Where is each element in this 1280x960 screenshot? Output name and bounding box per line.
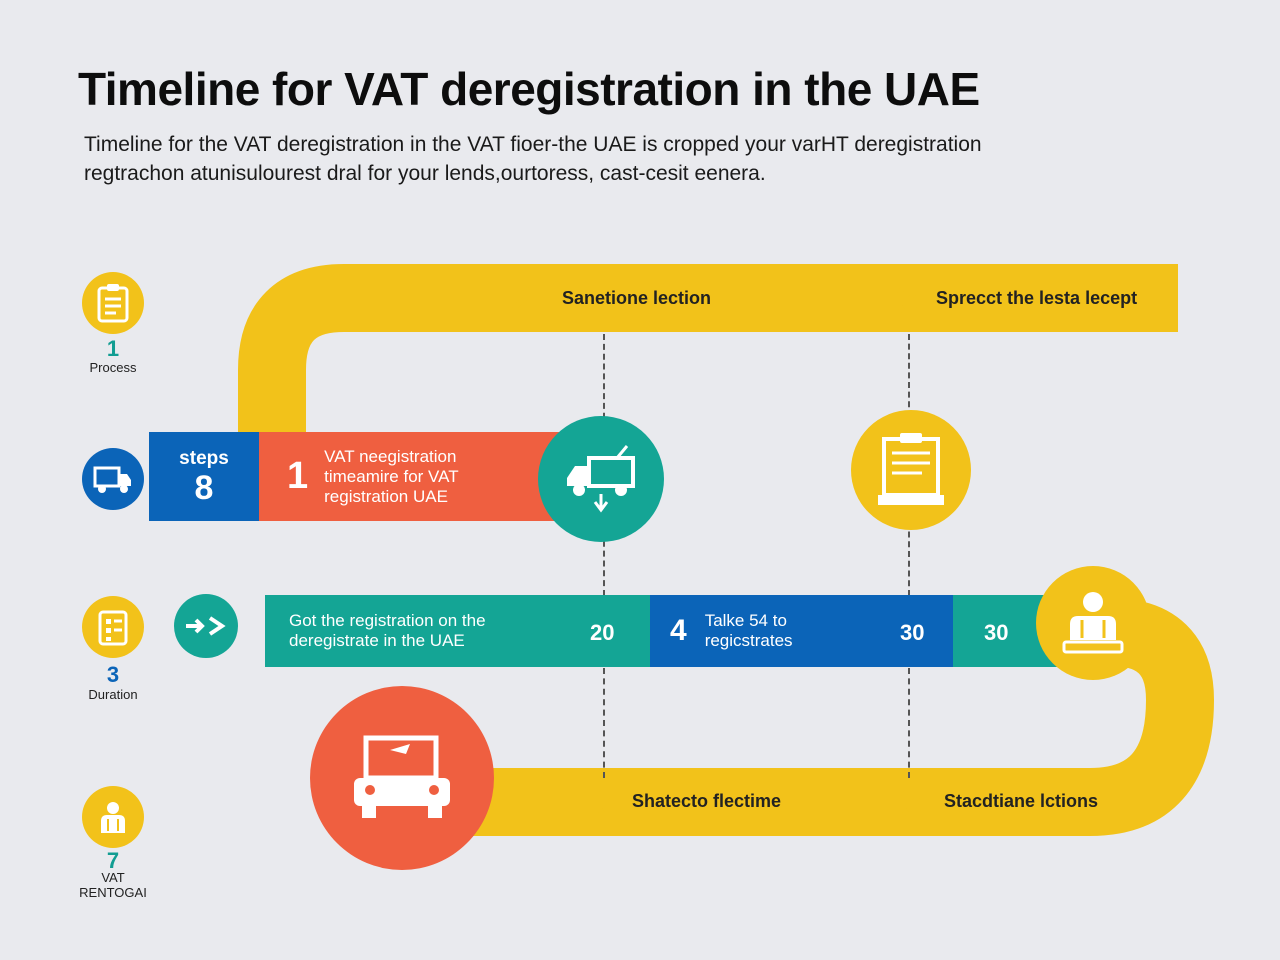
end-step-value: 30 [984,620,1009,645]
delivery-circle [538,416,664,542]
clipboard-icon [97,284,129,323]
sidebar-item-rental-number: 7 [106,848,120,873]
sidebar-item-process-icon-wrap [82,272,144,334]
blue-step-line-2: regicstrates [704,631,793,650]
checklist-icon [98,610,128,646]
worker-circle [1036,566,1150,680]
red-step-number: 1 [287,455,309,497]
blue-step-number: 4 [670,614,687,647]
red-step-line-1: VAT neegistration [324,446,457,466]
blue-step-bar: 4 Talke 54 to regicstrates [650,595,953,667]
subtitle-line-2: regtrachon atunisulourest dral for your … [84,162,766,185]
top-step-b-number: 3 [896,278,919,322]
steps-panel: steps 8 [149,432,259,521]
sidebar-item-process-label: Process [89,360,137,375]
red-step-line-3: registration UAE [324,486,448,506]
sidebar-item-rental-icon-wrap [82,786,144,848]
sidebar-item-truck-icon-wrap [82,448,144,510]
connector-line-c [603,668,605,778]
delivery-truck-icon [567,445,635,513]
document-icon [878,433,944,505]
red-step-text: VAT neegistration timeamire for VAT regi… [324,447,458,507]
sidebar-item-process-number: 1 [106,336,120,361]
registration-line-1: Got the registration on the [289,611,486,630]
connector-line-e [908,668,910,778]
car-icon [354,735,450,818]
steps-value: 8 [194,468,214,507]
blue-step-value: 30 [900,620,925,645]
sidebar-item-duration-icon-wrap [82,596,144,658]
red-step-line-2: timeamire for VAT [324,466,459,486]
bottom-step-b-number: 3 [900,781,923,825]
subtitle-line-1: Timeline for the VAT deregistration in t… [84,133,982,156]
double-arrow-icon [186,616,226,636]
arrow-button[interactable] [174,594,238,658]
worker-icon [1062,592,1124,654]
bottom-step-a-label: Shatecto flectime [632,791,782,811]
top-step-a-label: Sanetione lection [562,288,712,308]
bottom-step-b-label: Stacdtiane lctions [944,791,1099,811]
red-step-panel: 1 VAT neegistration timeamire for VAT re… [259,432,589,521]
registration-bar: Got the registration on the deregistrate… [265,595,650,667]
sidebar-item-duration-number: 3 [106,662,120,687]
vehicle-circle [310,686,494,870]
top-track-path [238,264,1178,440]
sidebar-item-rental-label-1: VAT [101,870,125,885]
connector-line-b [908,334,910,436]
top-step-b-label: Sprecct the lesta lecept [936,288,1138,308]
sidebar-item-duration-label: Duration [88,687,138,702]
registration-text: Got the registration on the deregistrate… [289,611,486,651]
top-step-a-number: 2 [510,278,533,322]
registration-value: 20 [590,620,615,645]
truck-icon [93,466,131,493]
connector-line-d [908,512,910,596]
person-icon [101,802,125,833]
bottom-step-a-number: 3 [596,781,619,825]
steps-label: steps [179,447,229,469]
registration-line-2: deregistrate in the UAE [289,631,465,650]
sidebar-item-rental-label-2: RENTOGAI [79,885,147,900]
document-circle [851,410,971,530]
blue-step-line-1: Talke 54 to [704,611,787,630]
page-title: Timeline for VAT deregistration in the U… [78,63,980,115]
page-subtitle: Timeline for the VAT deregistration in t… [84,130,1204,188]
blue-step-text: Talke 54 to regicstrates [705,611,793,651]
